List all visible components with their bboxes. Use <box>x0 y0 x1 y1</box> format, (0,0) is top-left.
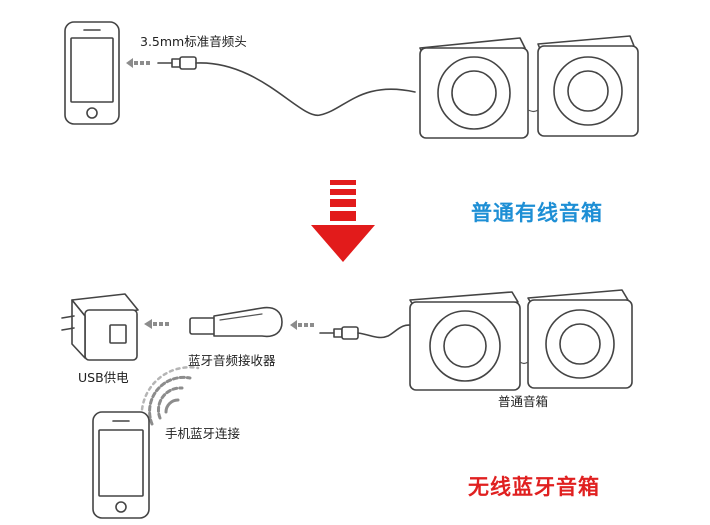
wireless-speaker-title: 无线蓝牙音箱 <box>468 475 600 499</box>
speaker-icon-bottom-left <box>409 291 521 391</box>
usb-power-label: USB供电 <box>78 370 129 385</box>
speaker-icon-bottom-right <box>527 289 633 389</box>
audio-jack-icon-top <box>157 56 416 116</box>
normal-speaker-label: 普通音箱 <box>498 394 549 409</box>
speaker-icon-top-left <box>419 37 529 139</box>
arrow-left-icon-bottom <box>144 319 169 329</box>
wired-speaker-title: 普通有线音箱 <box>471 201 603 225</box>
smartphone-icon-top <box>64 21 120 125</box>
audio-jack-icon-bottom <box>319 324 415 340</box>
down-arrow-icon <box>311 180 375 262</box>
receiver-label: 蓝牙音频接收器 <box>188 353 276 368</box>
smartphone-icon-bottom <box>92 411 150 519</box>
signal-waves-icon <box>140 366 200 432</box>
jack-label: 3.5mm标准音频头 <box>140 34 247 49</box>
usb-charger-icon <box>61 293 139 361</box>
phone-bluetooth-label: 手机蓝牙连接 <box>165 426 241 441</box>
arrow-left-icon-middle <box>290 320 314 330</box>
bluetooth-dongle-icon <box>189 306 283 338</box>
arrow-left-icon-top <box>126 58 150 68</box>
speaker-icon-top-right <box>537 35 639 137</box>
